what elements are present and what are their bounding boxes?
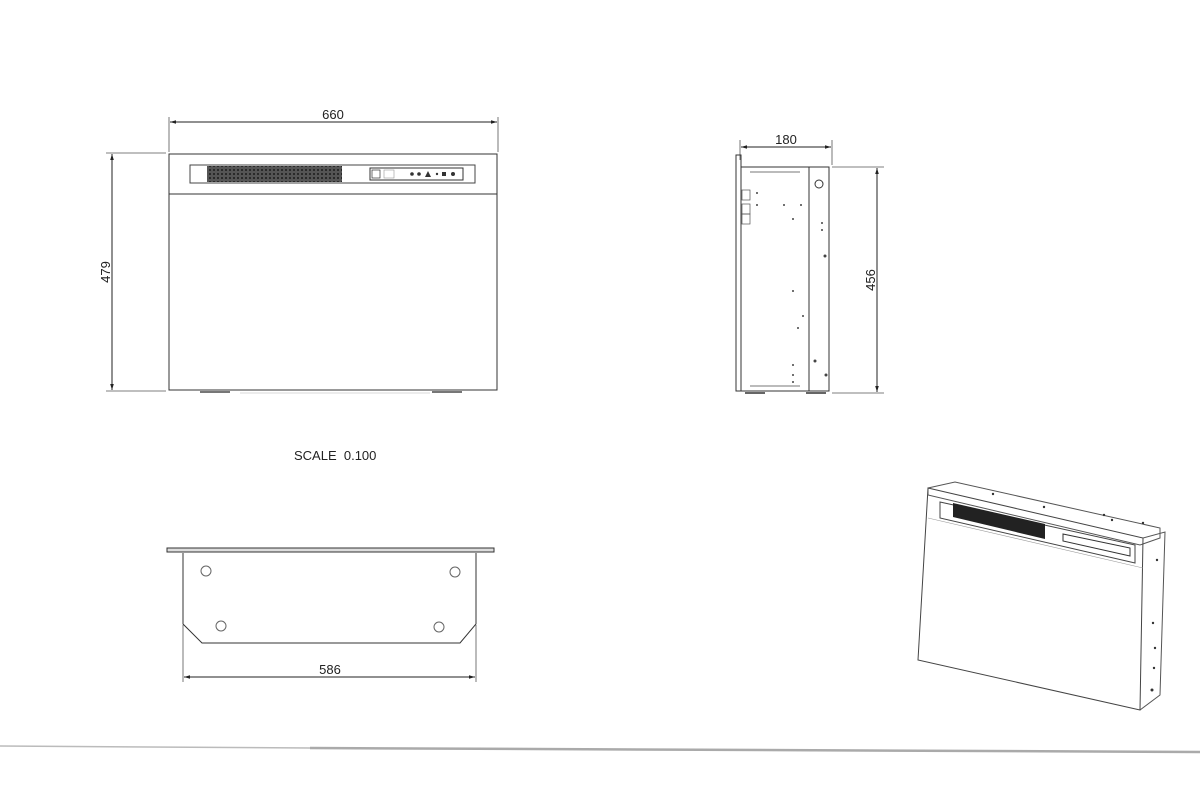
scale-label: SCALE 0.100 [294,448,376,463]
bottom-view [166,547,495,682]
isometric-view [917,481,1166,711]
front-view [106,117,499,394]
side-depth-dimension: 180 [775,132,797,147]
front-width-dimension: 660 [322,107,344,122]
side-view [735,140,884,394]
front-height-dimension: 479 [98,261,113,283]
bottom-width-dimension: 586 [319,662,341,677]
page-bottom-rule [0,745,1200,754]
side-height-dimension: 456 [863,269,878,291]
